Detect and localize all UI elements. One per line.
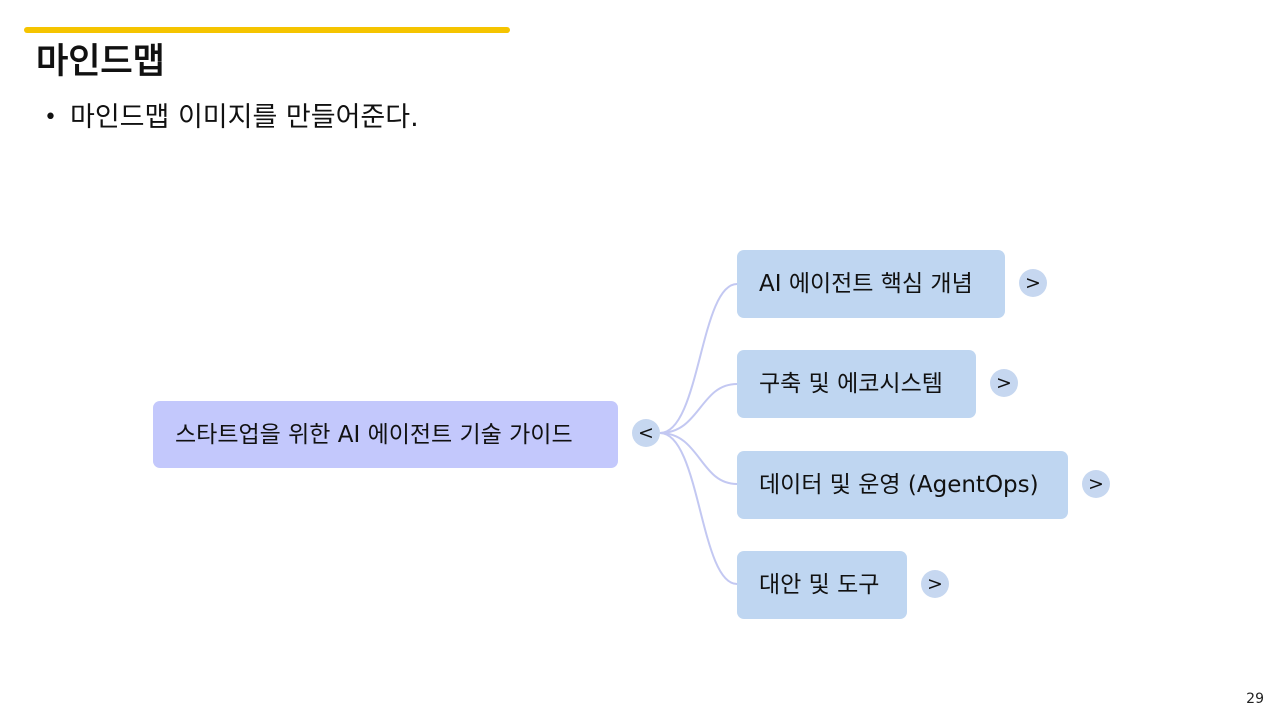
bullet-item: • 마인드맵 이미지를 만들어준다.: [44, 100, 419, 136]
root-node-label: 스타트업을 위한 AI 에이전트 기술 가이드: [175, 421, 573, 448]
connector-1: [659, 283, 738, 434]
chevron-right-icon: >: [1088, 473, 1104, 495]
connector-3: [659, 432, 738, 485]
child-node-label: 데이터 및 운영 (AgentOps): [759, 472, 1039, 498]
title-accent-bar: [24, 27, 510, 33]
bullet-marker: •: [44, 105, 57, 130]
chevron-right-icon: >: [1025, 272, 1041, 294]
mindmap-child-node-2[interactable]: 구축 및 에코시스템: [737, 350, 976, 418]
child-node-label: 구축 및 에코시스템: [759, 371, 943, 397]
chevron-right-icon: >: [927, 573, 943, 595]
bullet-text: 마인드맵 이미지를 만들어준다.: [70, 102, 419, 133]
mindmap-child-node-3[interactable]: 데이터 및 운영 (AgentOps): [737, 451, 1068, 519]
mindmap-child-node-4[interactable]: 대안 및 도구: [737, 551, 907, 619]
chevron-right-icon: >: [996, 372, 1012, 394]
mindmap-child-node-1[interactable]: AI 에이전트 핵심 개념: [737, 250, 1005, 318]
chevron-left-icon: <: [638, 422, 654, 444]
page-number: 29: [1246, 691, 1264, 707]
connector-2: [659, 383, 738, 434]
collapse-toggle-root[interactable]: <: [632, 419, 660, 447]
child-node-label: AI 에이전트 핵심 개념: [759, 271, 973, 297]
expand-toggle-1[interactable]: >: [1019, 269, 1047, 297]
slide-title: 마인드맵: [36, 42, 165, 82]
mindmap-root-node[interactable]: 스타트업을 위한 AI 에이전트 기술 가이드: [153, 401, 618, 468]
expand-toggle-2[interactable]: >: [990, 369, 1018, 397]
connector-4: [659, 432, 738, 585]
child-node-label: 대안 및 도구: [759, 572, 880, 598]
expand-toggle-4[interactable]: >: [921, 570, 949, 598]
expand-toggle-3[interactable]: >: [1082, 470, 1110, 498]
